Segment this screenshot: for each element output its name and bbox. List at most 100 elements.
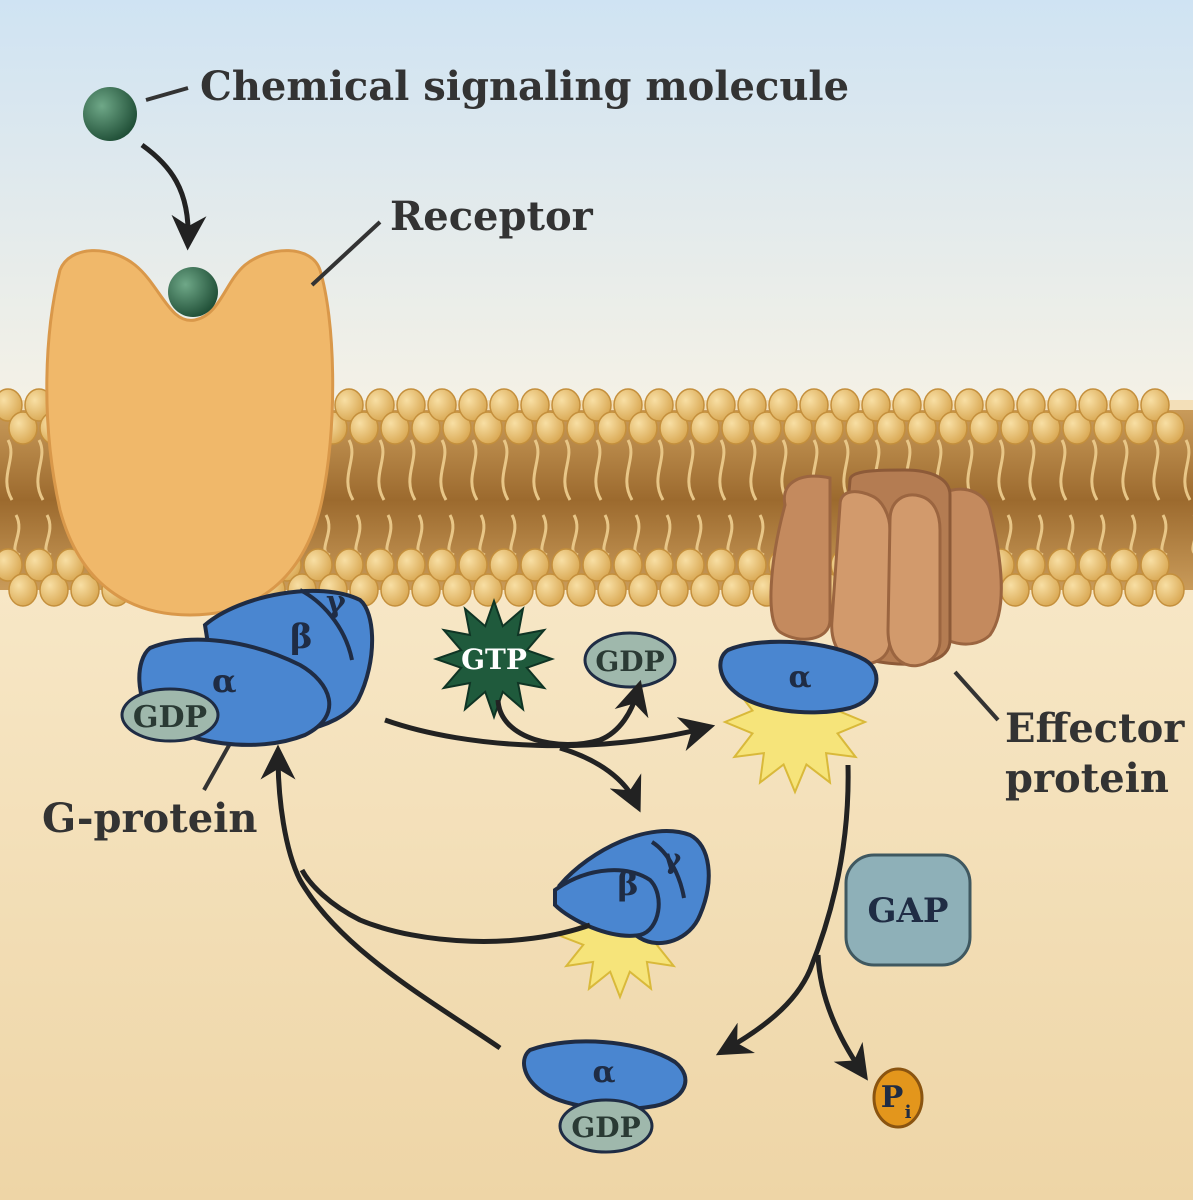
- effector-label-line2: protein: [1005, 755, 1169, 802]
- lipid-head: [969, 411, 999, 445]
- lipid-tail: [532, 439, 541, 501]
- lipid-head: [535, 573, 565, 607]
- lipid-head: [752, 411, 782, 445]
- hydrolysis-arrow: [715, 764, 851, 1056]
- lipid-head: [520, 388, 550, 422]
- lipid-tail: [1059, 439, 1068, 501]
- receptor-leader-line: [310, 220, 382, 287]
- lipid-head: [396, 548, 426, 582]
- receptor-label: Receptor: [390, 193, 594, 240]
- lipid-tail: [1121, 439, 1130, 501]
- lipid-head: [566, 411, 596, 445]
- lipid-head: [613, 548, 643, 582]
- lipid-tail: [346, 439, 355, 501]
- lipid-head: [830, 388, 860, 422]
- inactive-alpha-gdp: α GDP: [522, 1039, 688, 1154]
- signal-molecule-bound: [168, 267, 218, 317]
- signal-label: Chemical signaling molecule: [200, 63, 849, 110]
- lipid-head: [706, 388, 736, 422]
- lipid-head: [551, 548, 581, 582]
- lipid-head: [442, 411, 472, 445]
- lipid-head: [8, 411, 38, 445]
- lipid-head: [365, 388, 395, 422]
- lipid-tail: [501, 439, 510, 501]
- lipid-head: [675, 548, 705, 582]
- beta-gamma-return-arrow: [299, 868, 591, 944]
- lipid-head: [644, 548, 674, 582]
- gdp-bound-trimer: [120, 687, 220, 743]
- activation-arrow: [384, 717, 716, 752]
- lipid-head: [70, 573, 100, 607]
- gdp-release-arrow: [495, 679, 649, 747]
- gamma-divider-free: [650, 840, 686, 899]
- alpha-symbol-inactive: α: [592, 1055, 615, 1090]
- phosphate-release-arrow: [815, 954, 868, 1081]
- lipid-head: [938, 411, 968, 445]
- lipid-head: [1140, 548, 1170, 582]
- lipid-head: [1016, 388, 1046, 422]
- gamma-symbol-free: γ: [663, 842, 682, 875]
- lipid-tail: [470, 439, 479, 501]
- lipid-head: [892, 388, 922, 422]
- alpha-subunit-active: [718, 639, 879, 715]
- gtp-molecule: GTP: [432, 597, 556, 721]
- lipid-head: [1155, 411, 1185, 445]
- lipid-tail: [408, 439, 417, 501]
- pathway-arrows: [260, 679, 868, 1081]
- lipid-tail: [1152, 439, 1161, 501]
- lipid-head: [706, 548, 736, 582]
- signal-leader-line: [145, 86, 189, 102]
- lipid-head: [861, 388, 891, 422]
- lipid-head: [535, 411, 565, 445]
- lipid-tail: [1183, 439, 1192, 501]
- lipid-head: [489, 548, 519, 582]
- lipid-head: [628, 573, 658, 607]
- lipid-head: [1078, 548, 1108, 582]
- gtp-label: GTP: [461, 643, 527, 676]
- lipid-tail: [1028, 439, 1037, 501]
- lipid-head: [1124, 573, 1154, 607]
- lipid-head: [334, 388, 364, 422]
- reassociation-arrow: [260, 744, 502, 1051]
- alpha-symbol: α: [212, 662, 237, 700]
- lipid-head: [737, 548, 767, 582]
- lipid-head: [566, 573, 596, 607]
- lipid-head: [427, 388, 457, 422]
- lipid-tail: [687, 439, 696, 501]
- lipid-head: [380, 573, 410, 607]
- gdp-bound-inactive: [558, 1098, 654, 1154]
- lipid-head: [845, 411, 875, 445]
- effector-subunit-front-left: [830, 490, 892, 666]
- lipid-head: [1031, 573, 1061, 607]
- lipid-head: [520, 548, 550, 582]
- lipid-head: [411, 573, 441, 607]
- lipid-tail: [36, 439, 45, 501]
- lipid-head: [1047, 388, 1077, 422]
- lipid-head: [613, 388, 643, 422]
- phosphate-label: P: [881, 1080, 904, 1115]
- lipid-head: [783, 411, 813, 445]
- lipid-head: [303, 548, 333, 582]
- gamma-symbol: γ: [326, 585, 346, 620]
- signal-molecule-free: [83, 87, 137, 141]
- lipid-head: [721, 573, 751, 607]
- effector-subunit-left: [769, 474, 832, 641]
- lipid-tail: [997, 439, 1006, 501]
- gprotein-leader-line: [202, 739, 234, 791]
- lipid-head: [644, 388, 674, 422]
- lipid-head: [628, 411, 658, 445]
- lipid-head: [8, 573, 38, 607]
- lipid-tail: [594, 439, 603, 501]
- lipid-head: [1000, 411, 1030, 445]
- lipid-head: [721, 411, 751, 445]
- lipid-head: [334, 548, 364, 582]
- lipid-head: [954, 388, 984, 422]
- lipid-tail: [5, 439, 14, 501]
- lipid-tail: [1090, 439, 1099, 501]
- lipid-head: [923, 388, 953, 422]
- lipid-head: [1062, 573, 1092, 607]
- lipid-head: [876, 411, 906, 445]
- binding-arrow: [140, 142, 207, 251]
- lipid-head: [1155, 573, 1185, 607]
- lipid-head: [1047, 548, 1077, 582]
